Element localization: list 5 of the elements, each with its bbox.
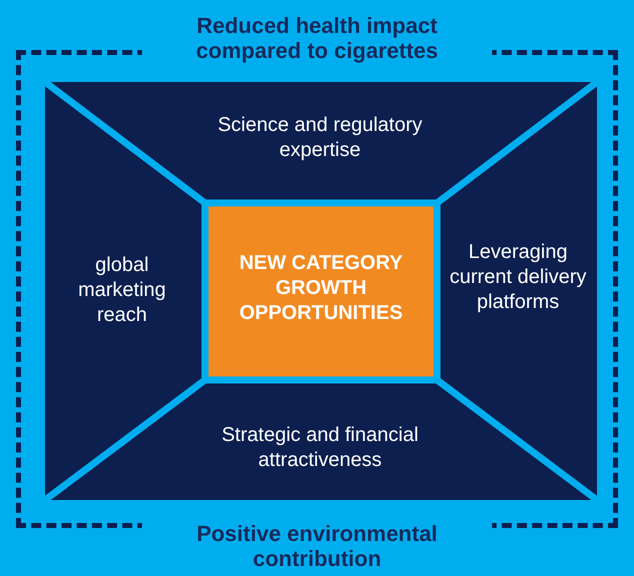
- center-label: NEW CATEGORY GROWTH OPPORTUNITIES: [238, 251, 404, 326]
- segment-label: Strategic and financial attractiveness: [220, 423, 420, 473]
- segment-label: global marketing reach: [77, 253, 167, 328]
- segment-label: Leveraging current delivery platforms: [448, 240, 588, 315]
- segment-label: Science and regulatory expertise: [216, 113, 424, 163]
